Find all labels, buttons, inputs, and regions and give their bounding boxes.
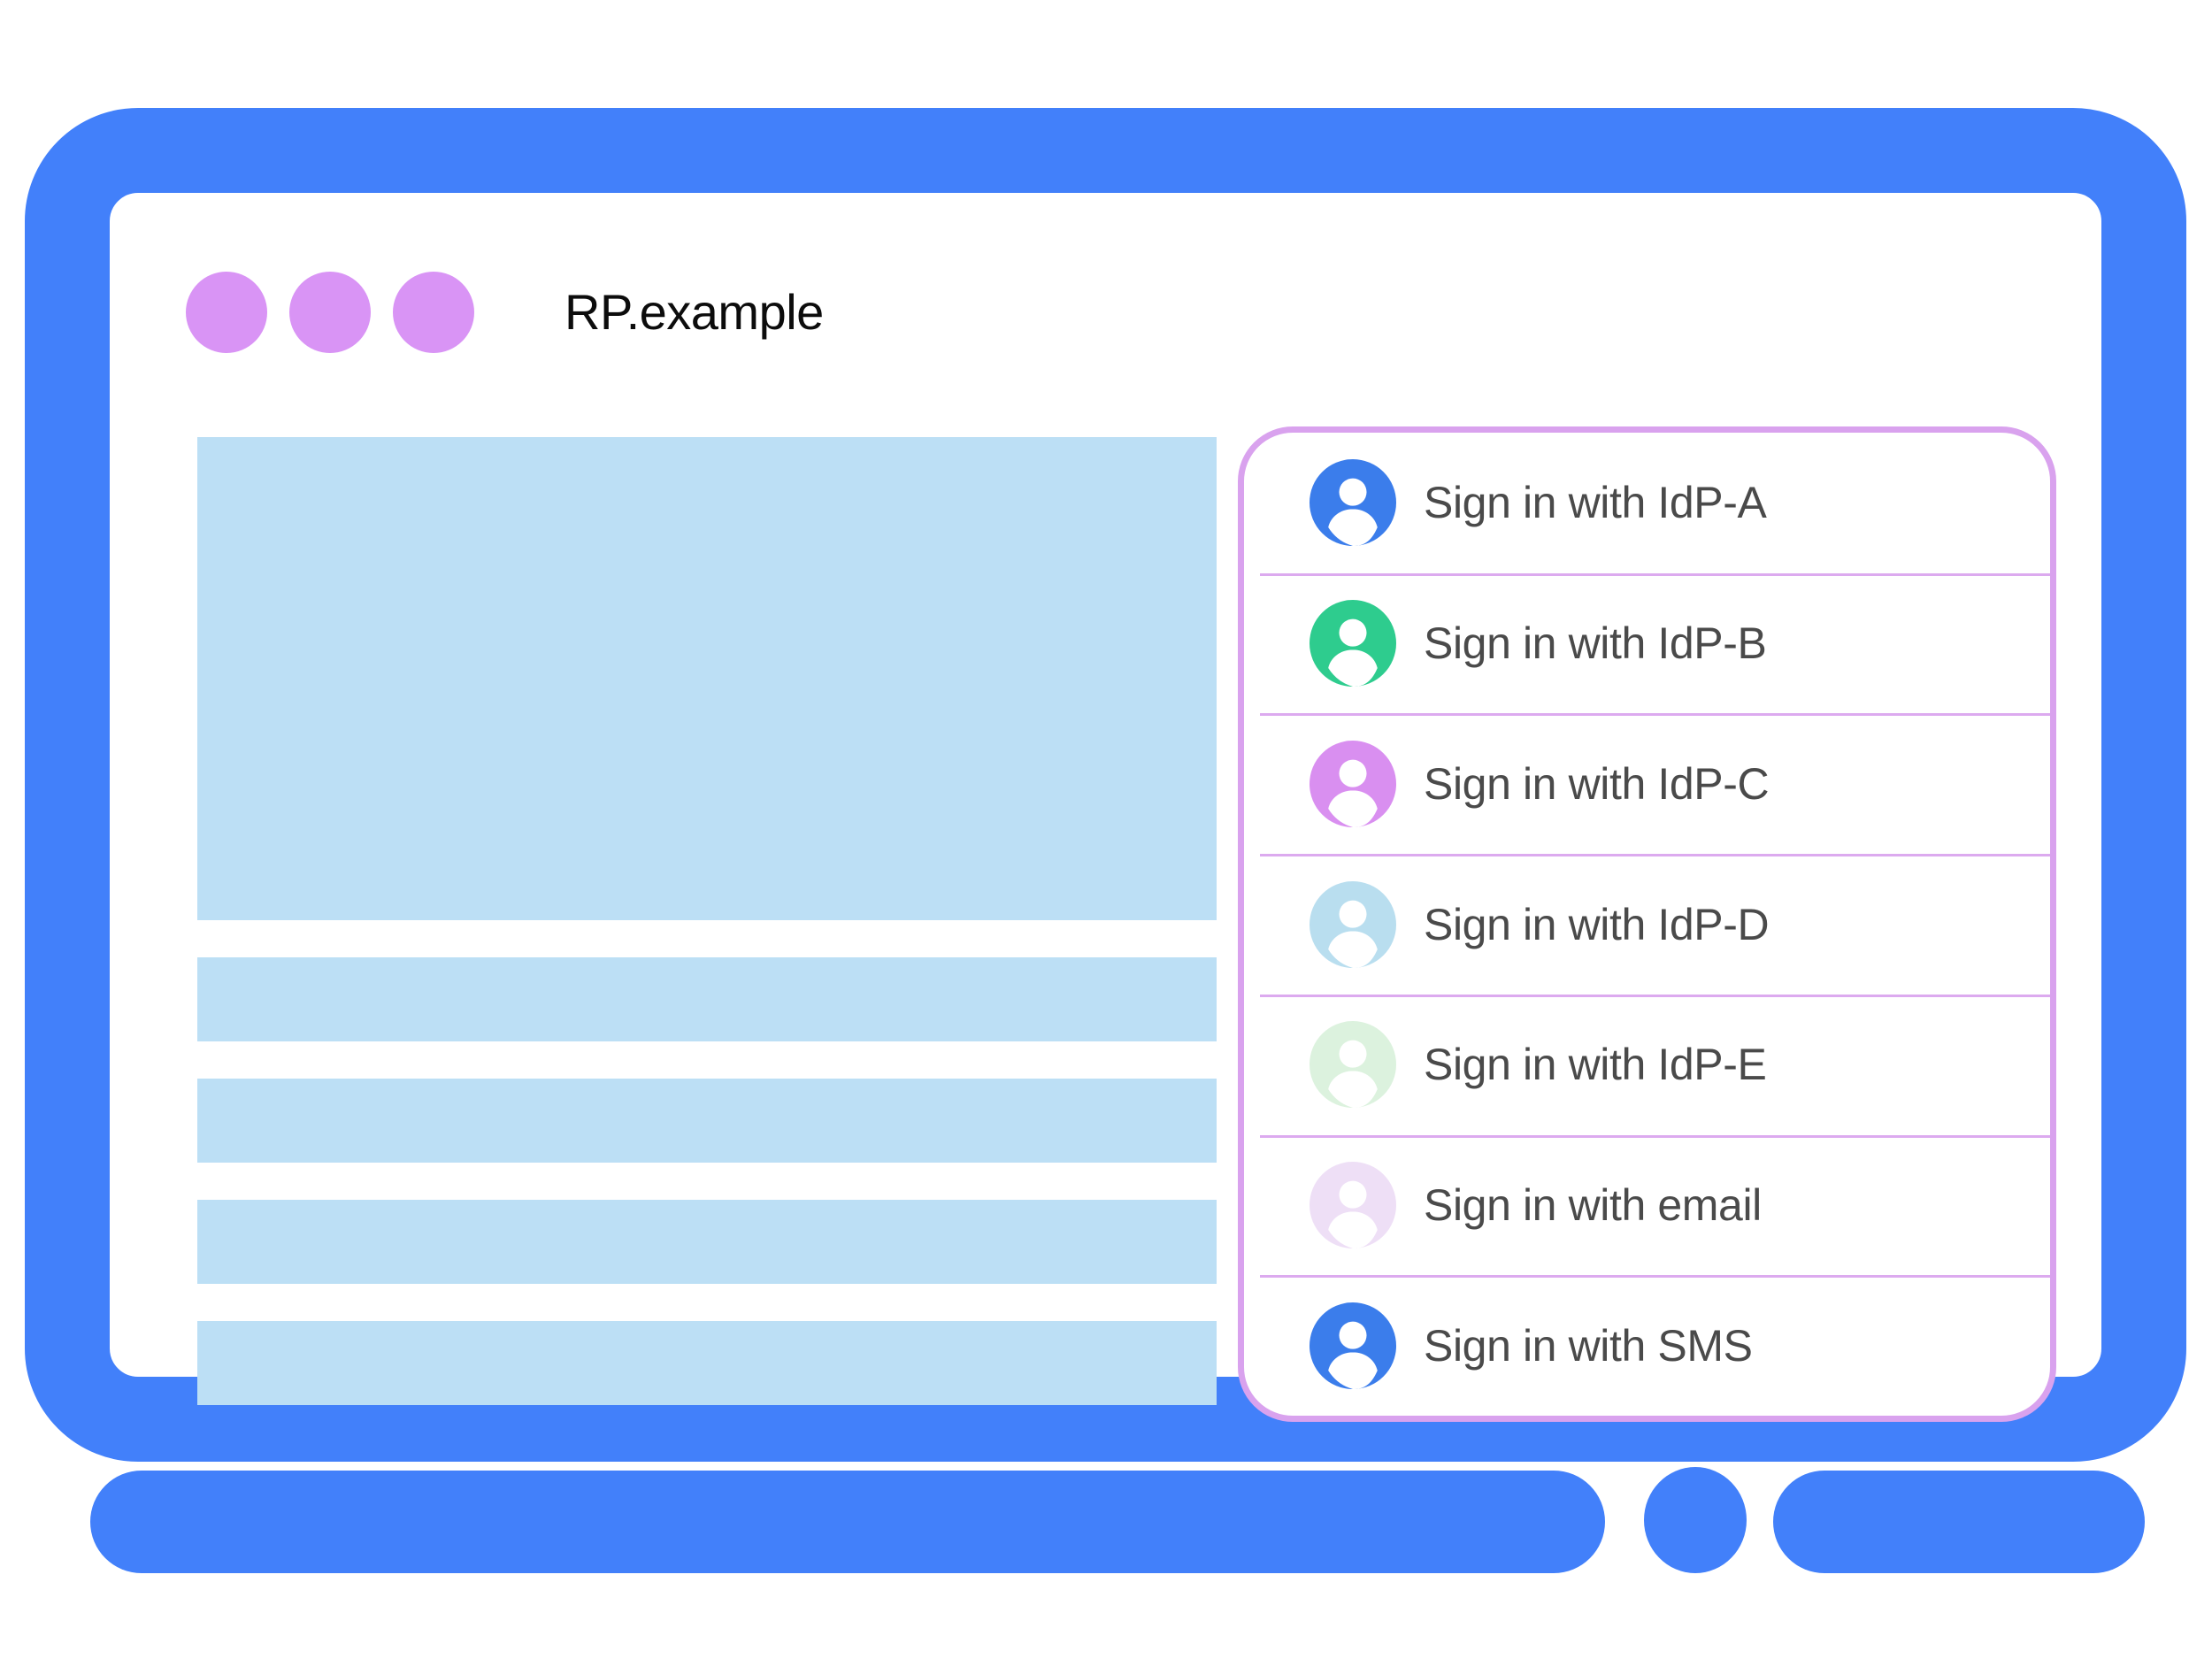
account-avatar-icon xyxy=(1310,880,1396,968)
text-line-placeholder-3 xyxy=(197,1200,1217,1284)
account-avatar-icon xyxy=(1310,740,1396,827)
account-chooser-item-label: Sign in with IdP-E xyxy=(1424,1040,1767,1090)
text-line-placeholder-2 xyxy=(197,1079,1217,1163)
window-dot-three-icon[interactable] xyxy=(393,272,474,353)
text-line-placeholder-4 xyxy=(197,1321,1217,1405)
hero-placeholder xyxy=(197,437,1217,920)
account-chooser-item[interactable]: Sign in with IdP-B xyxy=(1244,572,2050,714)
page-content-placeholders xyxy=(197,437,1217,1405)
account-chooser-item[interactable]: Sign in with IdP-A xyxy=(1244,433,2050,573)
account-chooser-item[interactable]: Sign in with email xyxy=(1244,1134,2050,1276)
account-chooser-list: Sign in with IdP-A Sign in with IdP-B Sign… xyxy=(1244,433,2050,1416)
account-chooser-card: Sign in with IdP-A Sign in with IdP-B Sign… xyxy=(1238,426,2056,1422)
window-dot-one-icon[interactable] xyxy=(186,272,267,353)
account-avatar-icon xyxy=(1310,1302,1396,1389)
window-title: RP.example xyxy=(565,284,824,340)
account-avatar-icon xyxy=(1310,1021,1396,1109)
account-avatar-icon xyxy=(1310,1161,1396,1248)
account-chooser-item[interactable]: Sign in with SMS xyxy=(1244,1275,2050,1416)
account-chooser-item-label: Sign in with IdP-D xyxy=(1424,899,1770,949)
window-dot-two-icon[interactable] xyxy=(289,272,371,353)
account-chooser-item-label: Sign in with IdP-A xyxy=(1424,478,1767,528)
device-bottom-bar-right xyxy=(1773,1471,2145,1573)
account-chooser-item-label: Sign in with email xyxy=(1424,1179,1762,1230)
browser-chrome-header: RP.example xyxy=(173,255,2014,370)
account-chooser-item-label: Sign in with IdP-C xyxy=(1424,758,1770,809)
text-line-placeholder-1 xyxy=(197,957,1217,1041)
account-chooser-item[interactable]: Sign in with IdP-D xyxy=(1244,854,2050,995)
device-home-button[interactable] xyxy=(1644,1467,1747,1573)
device-bottom-bar-left xyxy=(90,1471,1605,1573)
account-avatar-icon xyxy=(1310,600,1396,687)
account-chooser-item-label: Sign in with IdP-B xyxy=(1424,618,1767,669)
account-chooser-item[interactable]: Sign in with IdP-E xyxy=(1244,994,2050,1135)
account-chooser-item[interactable]: Sign in with IdP-C xyxy=(1244,713,2050,854)
account-avatar-icon xyxy=(1310,459,1396,547)
account-chooser-item-label: Sign in with SMS xyxy=(1424,1320,1753,1371)
